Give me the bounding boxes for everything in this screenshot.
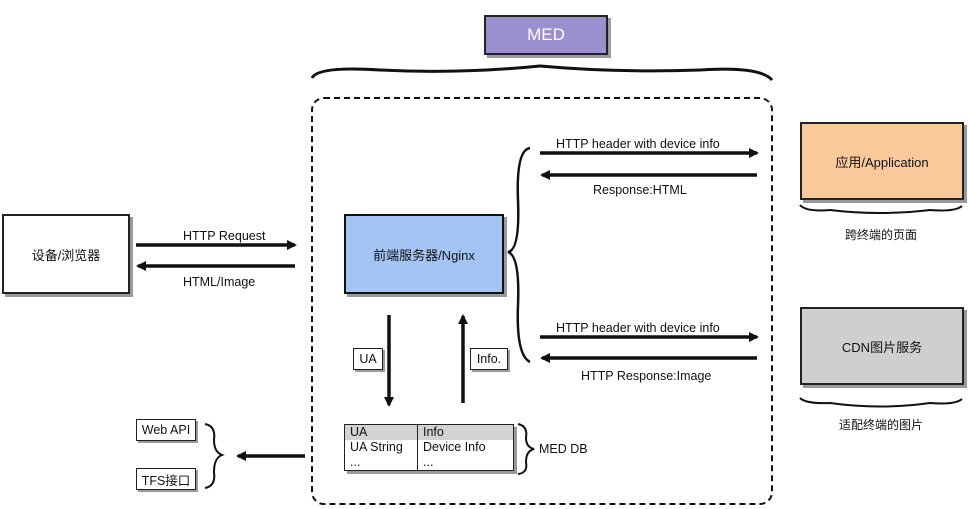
nginx-node: 前端服务器/Nginx	[344, 214, 504, 294]
upstream-brace	[507, 146, 531, 364]
application-caption-wave	[799, 204, 963, 214]
med-db-brace	[517, 423, 535, 475]
application-caption: 跨终端的页面	[845, 228, 918, 242]
label-html-image: HTML/Image	[183, 275, 256, 289]
label-http-request: HTTP Request	[183, 229, 266, 243]
cdn-caption-wave	[799, 397, 963, 408]
table-header-cell: Info	[417, 424, 514, 440]
info-tag: Info.	[470, 348, 508, 370]
tfs-interface-tag: TFS接口	[136, 468, 196, 490]
application-node: 应用/Application	[800, 122, 964, 200]
med-title: MED	[484, 15, 608, 55]
table-row: UA String Device Info	[344, 440, 514, 455]
label-app-response: Response:HTML	[593, 183, 687, 197]
device-browser-node: 设备/浏览器	[2, 214, 130, 294]
med-db-table: UA Info UA String Device Info ... ...	[344, 424, 514, 471]
med-boundary	[311, 97, 773, 505]
table-row: UA Info	[344, 424, 514, 440]
web-api-tag: Web API	[136, 419, 196, 441]
table-header-cell: UA	[344, 424, 418, 440]
table-row: ... ...	[344, 455, 514, 471]
cdn-caption: 适配终端的图片	[839, 418, 924, 432]
label-cdn-response: HTTP Response:Image	[581, 369, 712, 383]
label-app-request: HTTP header with device info	[556, 137, 720, 151]
med-db-label: MED DB	[539, 442, 588, 456]
cdn-image-service-node: CDN图片服务	[800, 307, 964, 385]
table-cell: UA String	[344, 440, 418, 455]
table-cell: Device Info	[423, 440, 486, 454]
label-cdn-request: HTTP header with device info	[556, 321, 720, 335]
api-brace	[204, 423, 225, 489]
table-cell: ...	[423, 455, 434, 469]
table-cell: ...	[344, 455, 418, 471]
med-brace	[310, 64, 774, 82]
ua-tag: UA	[353, 348, 383, 370]
